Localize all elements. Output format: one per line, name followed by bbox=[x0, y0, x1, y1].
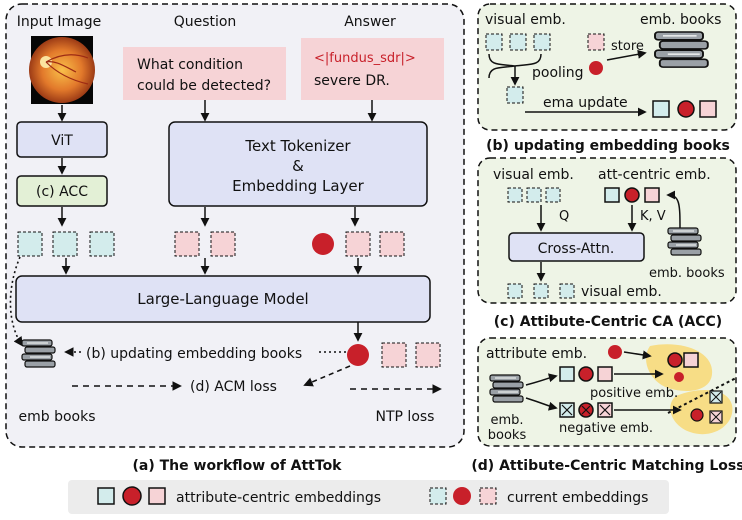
panel-b-books-icon bbox=[654, 31, 709, 69]
vit-label: ViT bbox=[51, 133, 73, 149]
kv-label: K, V bbox=[640, 209, 666, 224]
negative-row bbox=[559, 402, 613, 418]
answer-tokens bbox=[312, 231, 405, 257]
vit-box bbox=[16, 121, 108, 158]
answer-text: severe DR. bbox=[314, 73, 390, 89]
acc-label: (c) ACC bbox=[36, 184, 88, 200]
panel-a: Input Image Question Answer What conditi… bbox=[5, 3, 465, 448]
acc-box bbox=[16, 175, 108, 207]
caption-b: (b) updating embedding books bbox=[486, 138, 730, 154]
panel-c-visual-emb: visual emb. bbox=[493, 167, 574, 183]
tokenizer-line1: Text Tokenizer bbox=[244, 137, 351, 155]
panel-d-books-icon bbox=[489, 374, 524, 403]
cross-attn-box bbox=[508, 232, 645, 262]
caption-d: (d) Attibute-Centric Matching Loss bbox=[471, 458, 742, 474]
answer-box bbox=[301, 38, 444, 100]
answer-token: <|fundus_sdr|> bbox=[314, 51, 416, 66]
output-attribute-token bbox=[347, 344, 369, 366]
legend-attribute-centric: attribute-centric embeddings bbox=[176, 490, 381, 506]
negative-emb-label: negative emb. bbox=[559, 421, 653, 436]
q-label: Q bbox=[559, 209, 569, 224]
pooling-label: pooling bbox=[532, 65, 584, 81]
fundus-image bbox=[29, 36, 95, 104]
tokenizer-box bbox=[168, 121, 428, 207]
acm-loss-label: (d) ACM loss bbox=[190, 379, 277, 395]
question-box bbox=[123, 47, 286, 100]
llm-box bbox=[15, 275, 431, 323]
legend: attribute-centric embeddings current emb… bbox=[68, 480, 669, 514]
caption-c: (c) Attibute-Centric CA (ACC) bbox=[494, 314, 722, 330]
emb-books-icon bbox=[21, 339, 56, 368]
ntp-loss-label: NTP loss bbox=[376, 409, 435, 425]
tokenizer-line2: & bbox=[292, 157, 304, 175]
output-token bbox=[381, 342, 407, 368]
panel-b-emb-books: emb. books bbox=[640, 12, 721, 28]
attribute-emb-label: attribute emb. bbox=[486, 346, 587, 362]
legend-current: current embeddings bbox=[507, 490, 648, 506]
header-question: Question bbox=[174, 14, 237, 30]
panel-c: visual emb. att-centric emb. Q K, V Cros… bbox=[477, 157, 737, 304]
positive-emb-label: positive emb. bbox=[590, 386, 678, 401]
cross-attn-label: Cross-Attn. bbox=[538, 241, 615, 257]
panel-c-att-centric-emb: att-centric emb. bbox=[598, 167, 711, 183]
caption-a: (a) The workflow of AttTok bbox=[133, 458, 343, 474]
header-answer: Answer bbox=[344, 14, 396, 30]
panel-d-books-line2: books bbox=[488, 428, 527, 443]
store-label: store bbox=[611, 39, 644, 54]
panel-b-visual-emb: visual emb. bbox=[485, 12, 566, 28]
visual-tokens bbox=[17, 231, 115, 257]
ema-update-label: ema update bbox=[543, 95, 628, 111]
update-books-label: (b) updating embedding books bbox=[86, 346, 302, 362]
tokenizer-line3: Embedding Layer bbox=[232, 177, 365, 195]
question-line2: could be detected? bbox=[137, 78, 271, 94]
header-input-image: Input Image bbox=[17, 14, 102, 30]
panel-c-books-icon bbox=[667, 227, 702, 256]
panel-c-emb-books: emb. books bbox=[649, 266, 725, 281]
panel-d-books-line1: emb. bbox=[490, 413, 523, 428]
output-token bbox=[415, 342, 441, 368]
emb-books-label: emb books bbox=[18, 409, 95, 425]
panel-a-frame bbox=[5, 3, 465, 448]
llm-label: Large-Language Model bbox=[137, 290, 308, 308]
panel-b: visual emb. emb. books pooling store ema… bbox=[477, 3, 737, 131]
question-tokens bbox=[174, 231, 236, 257]
question-line1: What condition bbox=[137, 57, 243, 73]
panel-c-visual-emb-out: visual emb. bbox=[581, 284, 662, 300]
panel-d: attribute emb. positive emb. emb. books bbox=[477, 337, 737, 447]
legend-frame bbox=[68, 480, 669, 514]
